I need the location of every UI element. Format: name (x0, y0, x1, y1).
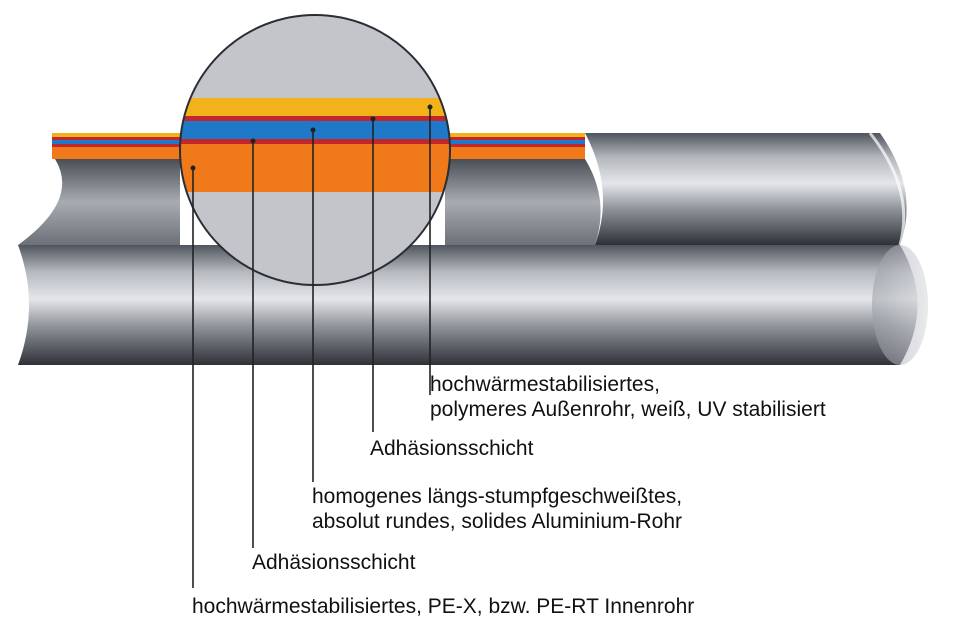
label-outer-pipe-line1: hochwärmestabilisiertes, (430, 373, 660, 396)
label-adhesion-inner-line1: Adhäsionsschicht (252, 551, 416, 574)
outer-layer-magnified (180, 98, 450, 116)
label-adhesion-inner: Adhäsionsschicht (252, 550, 415, 575)
inner-layer-magnified (180, 144, 450, 192)
magnifier-circle (179, 14, 451, 286)
pipe-cutaway-left (18, 133, 182, 245)
leader-lines (192, 107, 431, 588)
label-aluminium: homogenes längs-stumpfgeschweißtes, abso… (312, 484, 682, 534)
label-outer-pipe: hochwärmestabilisiertes, polymeres Außen… (430, 372, 826, 422)
adhesion-inner-magnified (180, 139, 450, 144)
label-adhesion-outer: Adhäsionsschicht (370, 436, 533, 461)
adhesion-outer-magnified (180, 116, 450, 121)
label-inner-pipe: hochwärmestabilisiertes, PE-X, bzw. PE-R… (192, 594, 694, 619)
pipe-body (18, 245, 928, 365)
label-aluminium-line1: homogenes längs-stumpfgeschweißtes, (312, 485, 683, 508)
label-aluminium-line2: absolut rundes, solides Aluminium-Rohr (312, 510, 683, 533)
label-inner-pipe-line1: hochwärmestabilisiertes, PE-X, bzw. PE-R… (192, 595, 695, 618)
outer-pipe-section (585, 132, 907, 246)
label-outer-pipe-line2: polymeres Außenrohr, weiß, UV stabilisie… (430, 398, 826, 421)
label-adhesion-outer-line1: Adhäsionsschicht (370, 437, 534, 460)
leader-dots (190, 104, 433, 171)
pipe-cutaway-right (445, 133, 601, 245)
